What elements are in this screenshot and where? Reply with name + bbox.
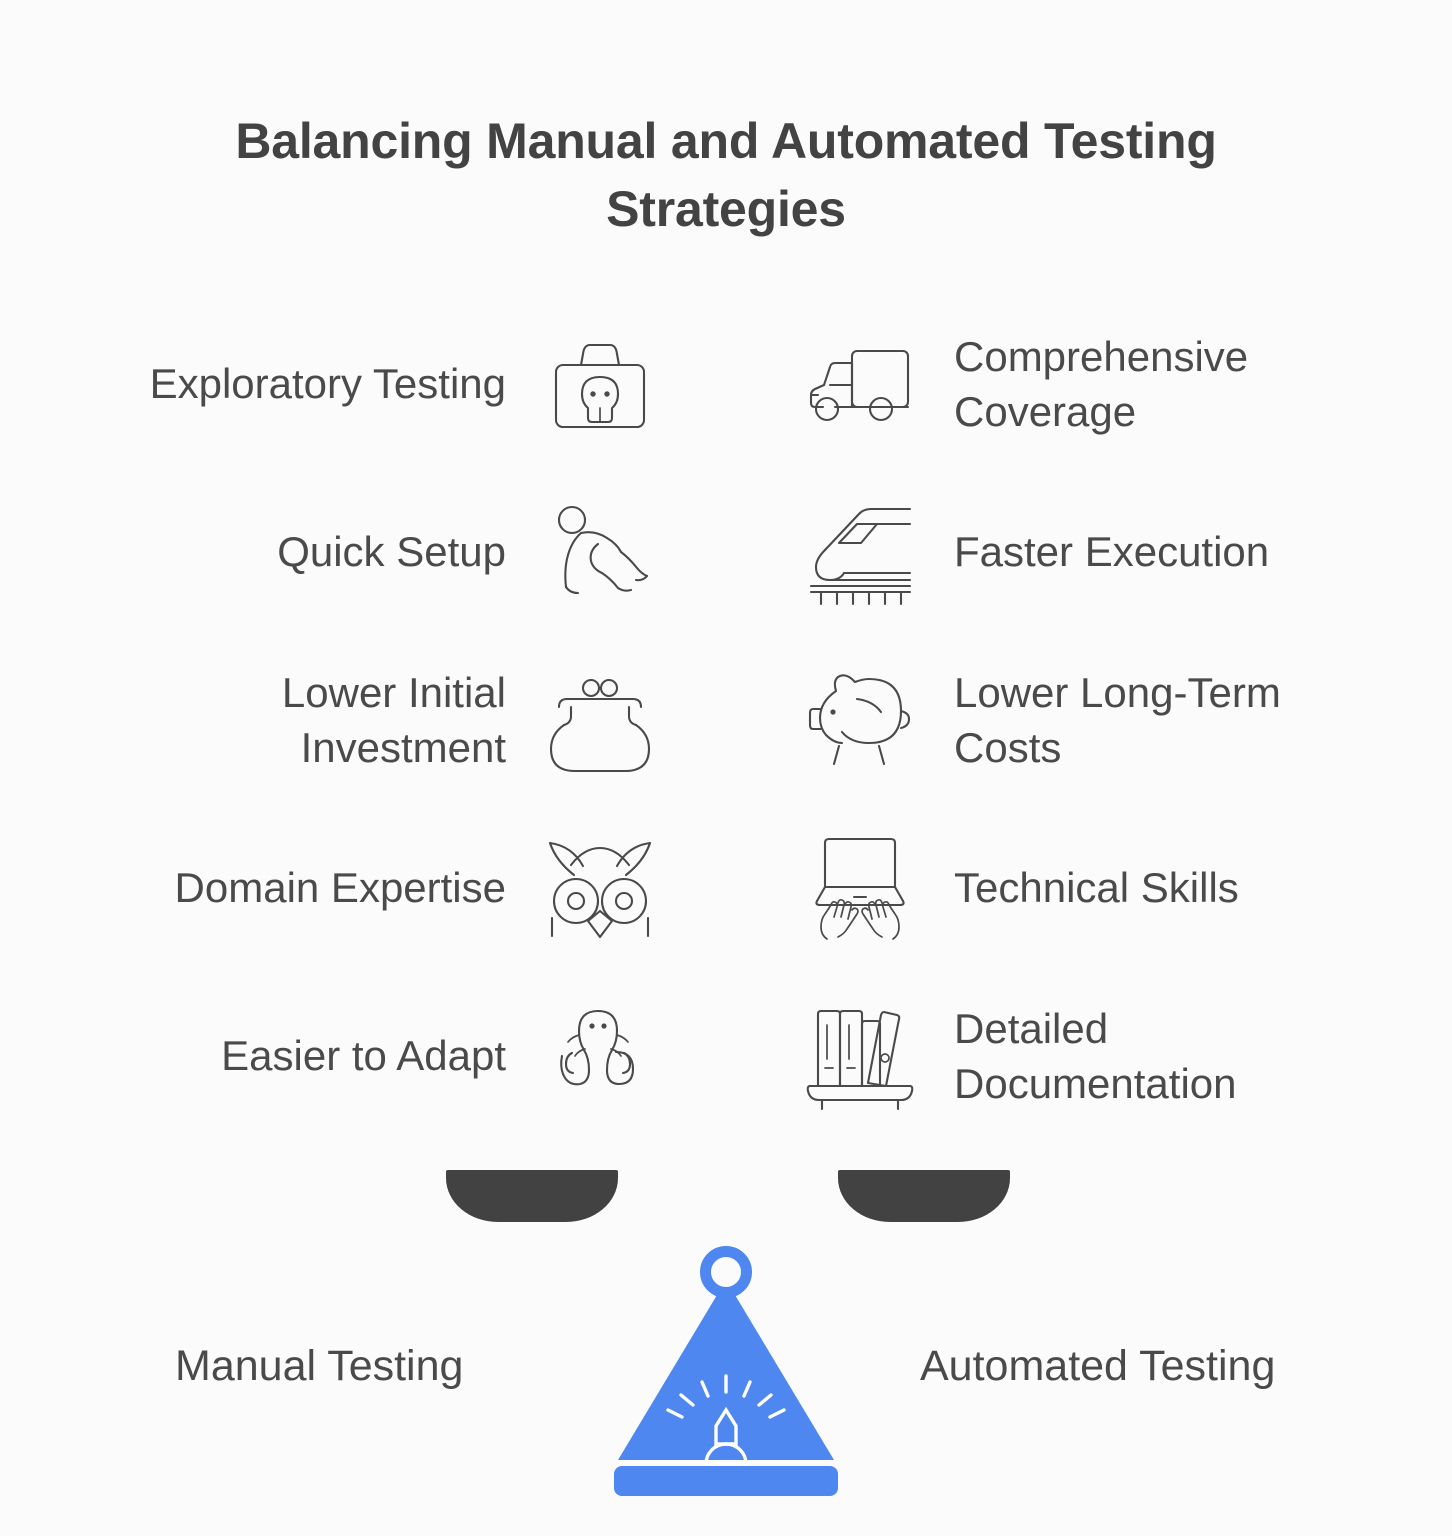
item-label: Comprehensive Coverage bbox=[954, 332, 1249, 435]
toolbox-skull-icon bbox=[540, 324, 660, 444]
manual-testing-label: Manual Testing bbox=[175, 1342, 464, 1390]
automated-testing-label: Automated Testing bbox=[920, 1342, 1276, 1390]
balance-pan-left bbox=[446, 1170, 618, 1222]
coin-purse-icon bbox=[540, 660, 660, 780]
fulcrum-base bbox=[614, 1466, 838, 1496]
item-label: Easier to Adapt bbox=[221, 1032, 506, 1080]
fulcrum-triangle bbox=[618, 1280, 834, 1466]
item-label: Exploratory Testing bbox=[149, 360, 506, 408]
sprinter-crouch-icon bbox=[540, 492, 660, 612]
piggy-bank-icon bbox=[800, 660, 920, 780]
item-label: Lower Long-Term Costs bbox=[954, 668, 1281, 771]
item-label: Detailed Documentation bbox=[954, 1004, 1237, 1107]
list-item: Technical Skills bbox=[800, 804, 1400, 972]
balance-fulcrum-icon bbox=[612, 1246, 840, 1496]
item-label: Domain Expertise bbox=[174, 864, 506, 912]
list-item: Comprehensive Coverage bbox=[800, 300, 1400, 468]
balance-pan-right bbox=[838, 1170, 1010, 1222]
laptop-typing-hands-icon bbox=[800, 828, 920, 948]
list-item: Detailed Documentation bbox=[800, 972, 1400, 1140]
manual-testing-column: Exploratory Testing Quick Setup bbox=[60, 300, 660, 1140]
list-item: Easier to Adapt bbox=[60, 972, 660, 1140]
page-title: Balancing Manual and Automated Testing S… bbox=[235, 113, 1217, 237]
list-item: Domain Expertise bbox=[60, 804, 660, 972]
automated-testing-column: Comprehensive Coverage Faster Execution bbox=[800, 300, 1400, 1140]
books-shelf-icon bbox=[800, 996, 920, 1116]
delivery-truck-icon bbox=[800, 324, 920, 444]
high-speed-train-icon bbox=[800, 492, 920, 612]
list-item: Faster Execution bbox=[800, 468, 1400, 636]
item-label: Quick Setup bbox=[277, 528, 506, 576]
owl-icon bbox=[540, 828, 660, 948]
item-label: Faster Execution bbox=[954, 528, 1270, 576]
list-item: Lower Long-Term Costs bbox=[800, 636, 1400, 804]
list-item: Lower Initial Investment bbox=[60, 636, 660, 804]
list-item: Exploratory Testing bbox=[60, 300, 660, 468]
fulcrum-ring bbox=[700, 1246, 752, 1298]
chameleon-icon bbox=[540, 996, 660, 1116]
list-item: Quick Setup bbox=[60, 468, 660, 636]
item-label: Technical Skills bbox=[954, 864, 1239, 912]
item-label: Lower Initial Investment bbox=[281, 668, 506, 771]
